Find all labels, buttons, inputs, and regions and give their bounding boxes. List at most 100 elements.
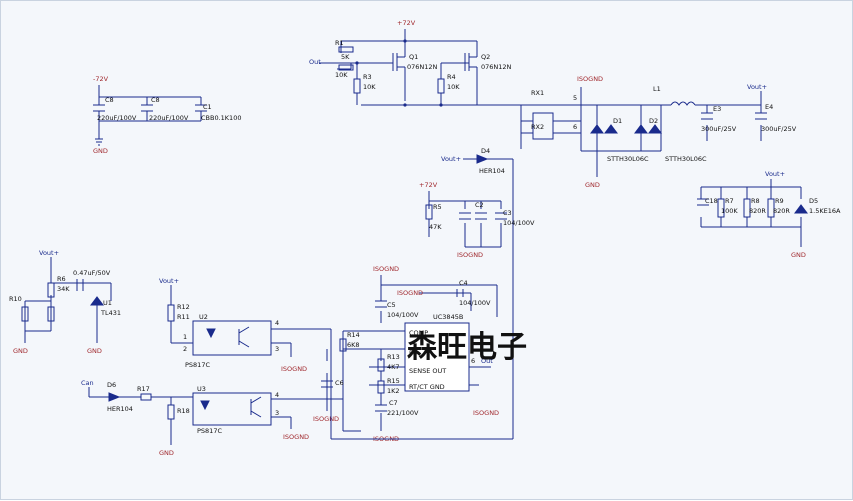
r15-value: 1K2 [387,387,400,395]
q2-label: Q2 [481,53,490,61]
vout-right-label: Vout+ [747,83,767,91]
tl431-feedback-block: Vout+ R6 34K 0.47uF/50V R10 U1 TL431 GND… [9,249,121,355]
c5-value: 104/100V [387,311,419,319]
d1-value: STTH30L06C [607,155,649,163]
c1-value: CBB0.1K100 [201,114,241,122]
optocoupler-u3-block: Can D6 HER104 R17 R18 U3 PS817C 4 3 GND … [81,379,343,457]
u3-pin4: 4 [275,391,279,399]
c9-value: 220uF/100V [149,114,189,122]
c9-label: C8 [151,96,160,104]
e3-value: 300uF/25V [701,125,737,133]
vout-u2-label: Vout+ [159,277,179,285]
rx2-label: RX2 [531,123,544,131]
isognd-c4-label: ISOGND [397,289,423,297]
out-ic-label: Out [481,357,493,365]
c2-value: 104/100V [503,219,535,227]
r15-label: R15 [387,377,400,385]
u2-pin3: 3 [275,345,279,353]
isognd-u3-label: ISOGND [283,433,309,441]
u3-label: U3 [197,385,206,393]
d2-value: STTH30L06C [665,155,707,163]
ic-name-label: UC3845B [433,313,463,321]
r10-label: R10 [9,295,22,303]
r6-value: 34K [57,285,70,293]
r4-value: 10K [447,83,460,91]
ic-pin-sense-out: SENSE OUT [409,367,446,375]
vout-load-label: Vout+ [765,170,785,178]
r9-label: R9 [775,197,784,205]
u3-value: PS817C [197,427,222,435]
d6-value: HER104 [107,405,133,413]
gnd-label: GND [93,147,108,155]
c6-label: C6 [335,379,344,387]
c7-value: 221/100V [387,409,419,417]
d5-value: 1.5KE16A [809,207,841,215]
d6-label: D6 [107,381,116,389]
gnd-symbol [95,138,103,146]
u3-optocoupler [192,392,272,426]
r2-value: 10K [335,71,348,79]
t1-transformer [532,112,554,140]
d4-value: HER104 [479,167,505,175]
r4-label: R4 [447,73,456,81]
l1-inductor [670,101,696,106]
r5-value: 47K [429,223,442,231]
c7-label: C7 [389,399,398,407]
l1-label: L1 [653,85,661,93]
u1-label: U1 [103,299,112,307]
can-input-label: Can [81,379,94,387]
isognd-ic-top-label: ISOGND [373,265,399,273]
q2-value: 076N12N [481,63,512,71]
e4-label: E4 [765,103,773,111]
u2-optocoupler [192,320,272,356]
r11-label: R11 [177,313,190,321]
output-load-block: Vout+ C18 R7 100K R8 820R R9 820R D5 1.5… [697,170,841,259]
d5-label: D5 [809,197,818,205]
c8-value: 220uF/100V [97,114,137,122]
d1-label: D1 [613,117,622,125]
v72-left-label: -72V [93,75,109,83]
u2-pin2: 2 [183,345,187,353]
u2-value: PS817C [185,361,210,369]
c2-label: C2 [475,201,484,209]
u3-pin3: 3 [275,409,279,417]
d2-label: D2 [649,117,658,125]
r1-label: R1 [335,39,344,47]
c4-label: C4 [459,279,468,287]
q1-value: 076N12N [407,63,438,71]
e3-label: E3 [713,105,721,113]
u2-pin4: 4 [275,319,279,327]
gnd-tl431-left-label: GND [13,347,28,355]
u2-pin1: 1 [183,333,187,341]
r9-value: 820R [773,207,790,215]
transformer-rectifier-block: ISOGND RX1 RX2 L1 D1 D2 STTH30L06C STTH3… [521,75,797,189]
r17-label: R17 [137,385,150,393]
r14-label: R14 [347,331,360,339]
r4-resistor [437,78,445,94]
mosfet-switch-block: +72V Out R1 5K 10K R3 10K Q1 076N12N R4 … [309,19,522,149]
r8-label: R8 [751,197,760,205]
c-tl431-value: 0.47uF/50V [73,269,111,277]
gnd-rect-label: GND [585,181,600,189]
e4-value: 300uF/25V [761,125,797,133]
c5-label: C5 [387,301,396,309]
vout-tl431-label: Vout+ [39,249,59,257]
r6-label: R6 [57,275,66,283]
gnd-load-label: GND [791,251,806,259]
out-net-label: Out [309,58,321,66]
pin-6-label: 6 [573,123,577,131]
d4-label: D4 [481,147,490,155]
v72-top-label: +72V [397,19,416,27]
c4-value: 104/100V [459,299,491,307]
u2-label: U2 [199,313,208,321]
c3-label: C3 [503,209,512,217]
c18-label: C18 [705,197,718,205]
r18-label: R18 [177,407,190,415]
r8-value: 820R [749,207,766,215]
isognd-top-label: ISOGND [577,75,603,83]
ic-pin-comp: COMP [409,329,428,337]
r14-value: 6K8 [347,341,360,349]
watermark-text: 森旺电子 [407,330,527,365]
